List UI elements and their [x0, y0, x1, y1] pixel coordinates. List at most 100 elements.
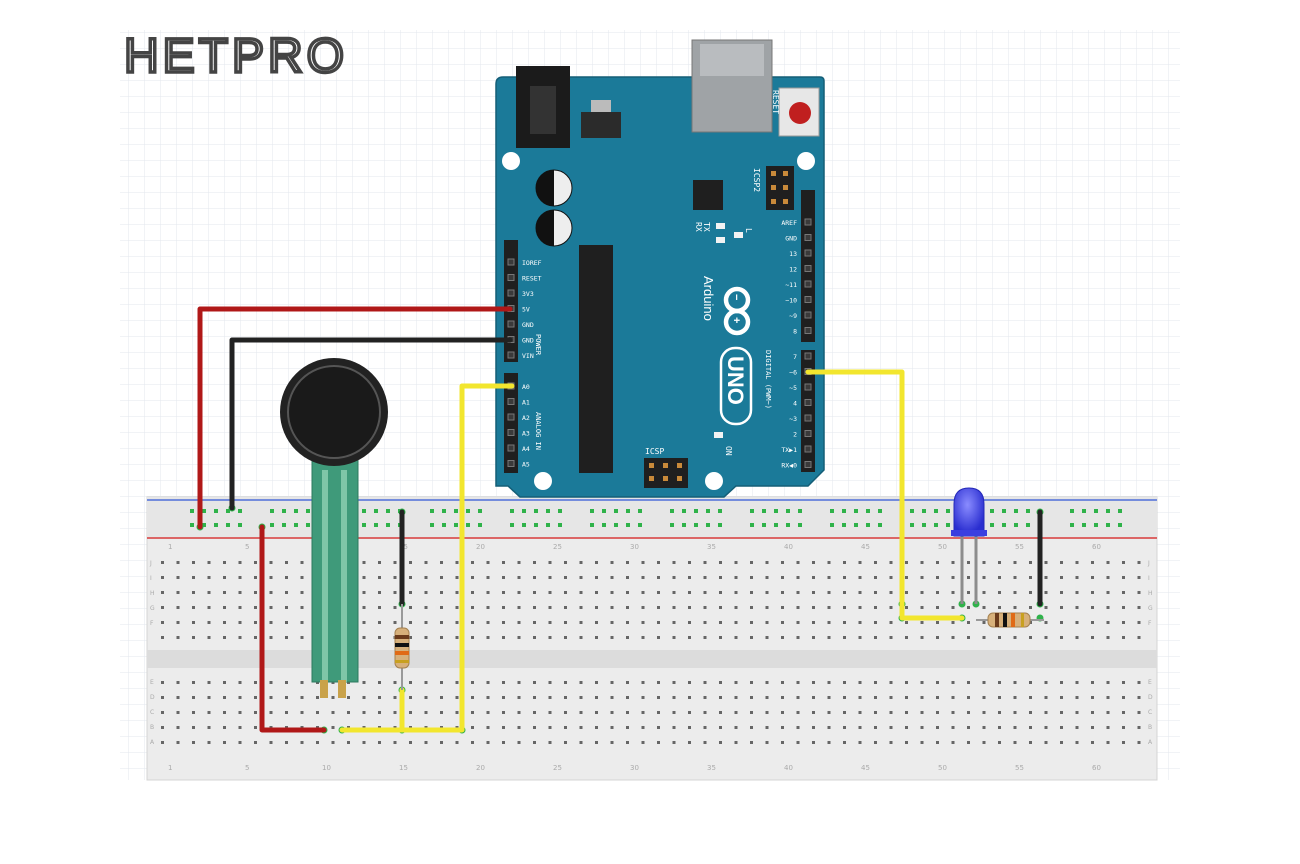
pin-label: A0	[522, 383, 530, 391]
rail-hole	[774, 523, 778, 527]
row-letter: C	[1148, 709, 1152, 716]
rail-hole	[1026, 509, 1030, 513]
rail-hole	[866, 523, 870, 527]
rx-led	[716, 237, 725, 243]
arduino-pcb	[495, 76, 825, 498]
header-pin	[507, 429, 515, 436]
pin-label: A2	[522, 414, 530, 422]
pin-label: A4	[522, 445, 530, 453]
rail-hole	[510, 523, 514, 527]
pin-label: VIN	[522, 352, 534, 360]
atmega-chip	[579, 245, 613, 473]
wire-d6-yellow	[805, 369, 965, 621]
column-number: 25	[553, 543, 562, 551]
rail-hole	[854, 509, 858, 513]
pin-label: TX▶1	[781, 446, 797, 454]
rail-hole	[546, 509, 550, 513]
rail-hole	[1094, 523, 1098, 527]
column-number: 5	[245, 764, 249, 772]
rail-hole	[214, 509, 218, 513]
rail-hole	[878, 509, 882, 513]
rail-hole	[614, 509, 618, 513]
resistor-band	[1003, 613, 1007, 627]
row-letter: B	[1148, 724, 1152, 731]
rail-hole	[946, 509, 950, 513]
rail-hole	[842, 523, 846, 527]
rail-hole	[798, 523, 802, 527]
rail-hole	[682, 523, 686, 527]
rail-hole	[374, 509, 378, 513]
row-letter: H	[1148, 590, 1153, 597]
voltage-regulator	[581, 112, 621, 138]
rail-hole	[558, 523, 562, 527]
pin-label: 2	[793, 431, 797, 439]
svg-text:−: −	[730, 294, 742, 300]
rail-hole	[762, 523, 766, 527]
fsr-pin	[338, 680, 346, 698]
column-number: 40	[784, 543, 793, 551]
arduino-uno-board: RESET ICSP2 ICSP TX RX L ON	[495, 39, 825, 498]
column-number: 50	[938, 764, 947, 772]
rail-hole	[718, 523, 722, 527]
uno-text: UNO	[723, 356, 748, 405]
rail-hole	[238, 523, 242, 527]
led-rim	[951, 530, 987, 536]
rail-hole	[202, 523, 206, 527]
pin-label: 7	[793, 353, 797, 361]
rail-hole	[922, 523, 926, 527]
pin-label: 5V	[522, 306, 530, 314]
row-letter: E	[150, 679, 154, 686]
rail-hole	[558, 509, 562, 513]
rail-hole	[374, 523, 378, 527]
icsp-label: ICSP	[645, 447, 664, 456]
rail-hole	[750, 509, 754, 513]
power-rail-top	[147, 497, 1157, 539]
rx-label: RX	[694, 222, 703, 232]
pin-label: RX◀0	[781, 462, 797, 470]
rail-hole	[682, 509, 686, 513]
row-letter: H	[150, 590, 155, 597]
pin-label: ~10	[785, 297, 797, 305]
rail-hole	[522, 509, 526, 513]
row-letter: J	[149, 560, 152, 567]
resistor-band	[1011, 613, 1015, 627]
tx-label: TX	[702, 222, 711, 232]
header-pin	[507, 351, 515, 359]
rail-hole	[362, 509, 366, 513]
arduino-logo: − +	[723, 286, 751, 336]
header-pin	[507, 398, 515, 405]
header-pin	[804, 234, 812, 241]
rail-hole	[454, 509, 458, 513]
column-number: 45	[861, 543, 870, 551]
uno-badge	[719, 346, 753, 426]
rail-hole	[774, 509, 778, 513]
rail-hole	[694, 523, 698, 527]
rail-hole	[442, 523, 446, 527]
rail-hole	[706, 509, 710, 513]
rail-hole	[522, 523, 526, 527]
rail-hole	[282, 509, 286, 513]
rail-hole	[866, 509, 870, 513]
force-sensitive-resistor	[280, 358, 388, 698]
rail-hole	[190, 523, 194, 527]
pin-label: GND	[522, 337, 534, 345]
resistor-band	[395, 635, 409, 639]
row-letter: A	[1148, 739, 1153, 746]
column-number: 5	[245, 543, 249, 551]
pin-label: 3V3	[522, 290, 534, 298]
l-led	[734, 232, 743, 238]
column-number: 1	[168, 764, 172, 772]
rail-hole	[602, 509, 606, 513]
header-pin	[804, 218, 812, 226]
fsr-sensing-ring	[287, 365, 381, 459]
row-letter: J	[1147, 560, 1150, 567]
on-led	[714, 432, 723, 438]
blue-led	[951, 487, 987, 604]
mounting-hole	[502, 152, 520, 170]
analog-section-label: ANALOG IN	[534, 412, 542, 450]
l-label: L	[744, 228, 753, 233]
rail-hole	[214, 523, 218, 527]
fsr-tail	[311, 447, 359, 683]
